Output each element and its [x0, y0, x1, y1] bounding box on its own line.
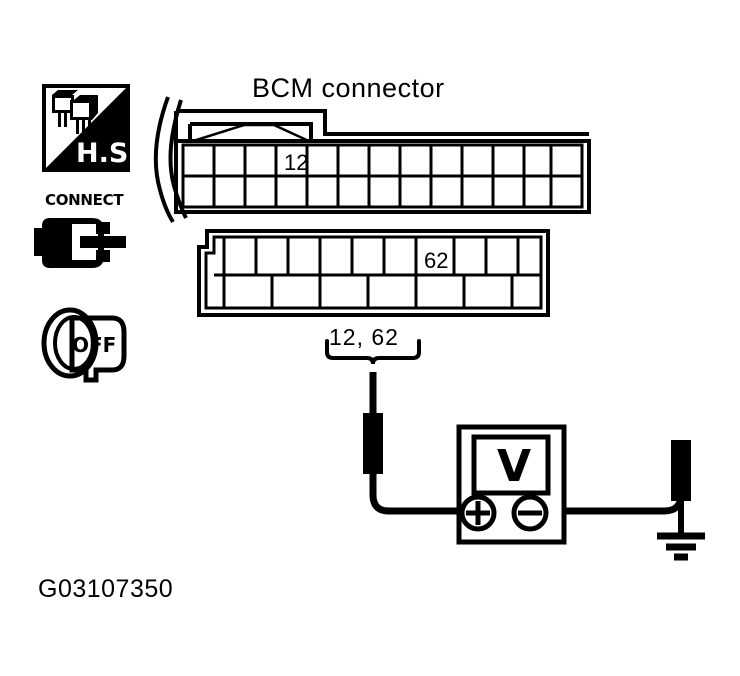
voltmeter-positive-terminal: [459, 494, 497, 532]
voltmeter-display: V: [497, 441, 531, 492]
hs-icon: H.S.: [42, 84, 139, 172]
pin-number-62: 62: [424, 248, 448, 273]
negative-probe-body: [671, 440, 691, 501]
probe-pin-callout-label: 12, 62: [329, 324, 399, 350]
figure-code: G03107350: [38, 575, 173, 603]
ignition-off-icon: OFF: [41, 307, 127, 383]
bcm-connector-upper: 12: [174, 109, 591, 214]
connect-icon-label: CONNECT: [45, 191, 124, 209]
bcm-connector-lower: 62: [197, 229, 550, 317]
positive-probe-body: [363, 413, 383, 474]
hs-icon-label: H.S.: [76, 138, 139, 169]
harness-break-lines: [153, 96, 188, 224]
pin-number-12: 12: [284, 150, 308, 175]
ignition-off-label: OFF: [72, 333, 116, 357]
voltmeter-negative-terminal: [511, 494, 549, 532]
probe-pin-callout: 12, 62: [325, 324, 421, 365]
page-title: BCM connector: [252, 73, 445, 103]
chassis-ground-symbol: [657, 501, 705, 561]
voltmeter: V: [456, 424, 567, 545]
connect-icon: CONNECT: [34, 191, 126, 268]
